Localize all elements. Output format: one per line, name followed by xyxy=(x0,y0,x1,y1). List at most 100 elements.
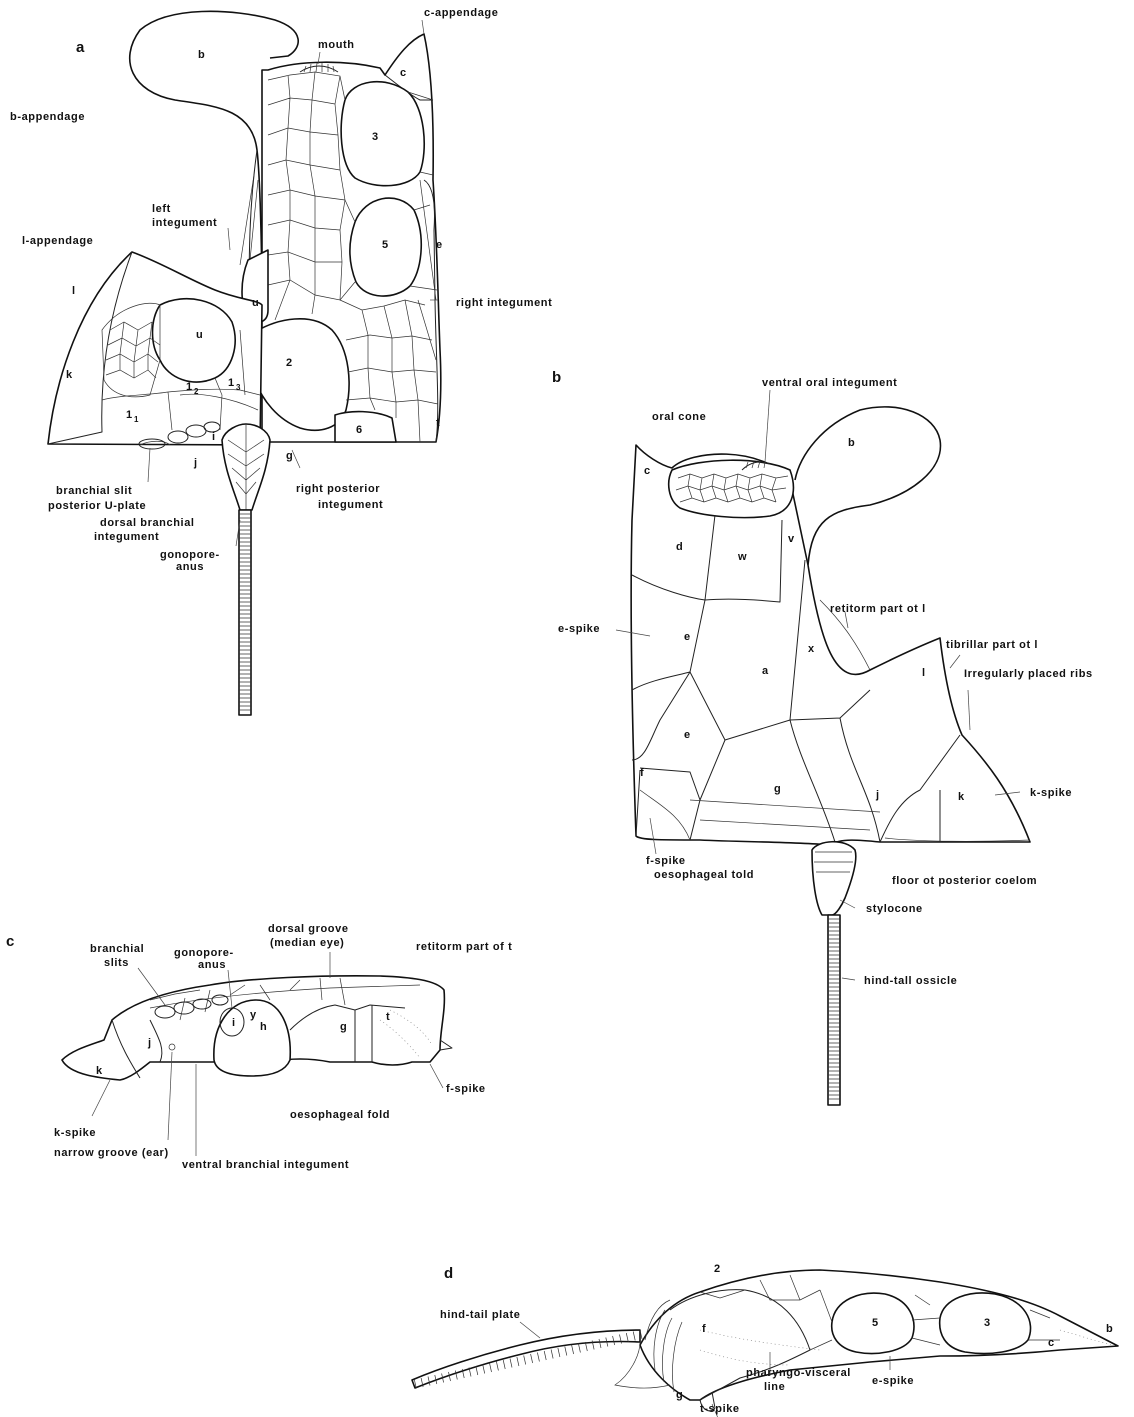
label-hind-tail-plate: hind-tail plate xyxy=(440,1309,521,1321)
plate-c-j: j xyxy=(147,1037,151,1049)
panel-c-letter: c xyxy=(6,933,14,950)
plate-b-f: f xyxy=(640,767,644,779)
plate-c-g: g xyxy=(340,1021,347,1033)
label-dorsal-branchial-1: dorsal branchial xyxy=(100,517,195,529)
plate-c-y: y xyxy=(250,1009,257,1021)
plate-b-e-lower: e xyxy=(684,729,690,741)
label-branchial-slit: branchial slit xyxy=(56,485,132,497)
label-b-oesophageal-fold: oesophageal told xyxy=(654,869,754,881)
label-narrow-groove: narrow groove (ear) xyxy=(54,1147,169,1159)
label-floor-posterior-coelom: floor ot posterior coelom xyxy=(892,875,1037,887)
label-c-oesophageal-fold: oesophageal fold xyxy=(290,1109,390,1121)
label-fibrillar-part-l: tibrillar part ot l xyxy=(946,639,1038,651)
plate-b-d: d xyxy=(676,541,683,553)
plate-a-i: i xyxy=(212,431,215,443)
label-b-k-spike: k-spike xyxy=(1030,787,1072,799)
plate-a-c: c xyxy=(400,67,406,79)
label-dorsal-groove-2: (median eye) xyxy=(270,937,344,949)
label-c-k-spike: k-spike xyxy=(54,1127,96,1139)
label-c-f-spike: f-spike xyxy=(446,1083,486,1095)
label-c-anus: anus xyxy=(198,959,226,971)
label-right-posterior-2: integument xyxy=(318,499,383,511)
label-dorsal-groove-1: dorsal groove xyxy=(268,923,349,935)
plate-b-x: x xyxy=(808,643,815,655)
plate-d-g: g xyxy=(676,1389,683,1401)
plate-b-v: v xyxy=(788,533,795,545)
label-left-integument-2: integument xyxy=(152,217,217,229)
plate-c-h: h xyxy=(260,1021,267,1033)
panel-a-plate-6 xyxy=(335,412,396,442)
label-irregular-ribs: Irregularly placed ribs xyxy=(964,668,1093,680)
plate-a-3: 3 xyxy=(372,131,378,143)
label-c-appendage: c-appendage xyxy=(424,7,498,19)
label-right-integument: right integument xyxy=(456,297,552,309)
label-a-gonopore: gonopore- xyxy=(160,549,220,561)
panel-b-letter: b xyxy=(552,369,561,386)
label-d-e-spike: e-spike xyxy=(872,1375,914,1387)
plate-a-k: k xyxy=(66,369,73,381)
plate-a-l2: 1 xyxy=(186,381,192,393)
plate-d-2: 2 xyxy=(714,1263,720,1275)
label-dorsal-branchial-2: integument xyxy=(94,531,159,543)
label-left-integument-1: left xyxy=(152,203,171,215)
label-hind-tail-ossicle: hind-tall ossicle xyxy=(864,975,957,987)
panel-b-ventral-oral-integument xyxy=(669,460,794,517)
plate-a-g: g xyxy=(286,450,293,462)
plate-a-b: b xyxy=(198,49,205,61)
plate-a-l1: 1 xyxy=(126,409,132,421)
label-branchial-slits-2: slits xyxy=(104,957,129,969)
plate-a-u-upper: u xyxy=(252,297,259,309)
label-t-spike: t-spike xyxy=(700,1403,740,1415)
label-a-anus: anus xyxy=(176,561,204,573)
label-branchial-slits-1: branchial xyxy=(90,943,144,955)
panel-b-stylocone xyxy=(812,842,856,915)
plate-a-l3-sub: 3 xyxy=(236,383,241,392)
plate-a-u-lower: u xyxy=(196,329,203,341)
plate-d-3: 3 xyxy=(984,1317,990,1329)
label-mouth: mouth xyxy=(318,39,355,51)
plate-a-5: 5 xyxy=(382,239,388,251)
panel-a-hind-tail xyxy=(239,510,251,715)
plate-b-j: j xyxy=(875,789,879,801)
label-retiform-part-t: retitorm part of t xyxy=(416,941,512,953)
panel-b: b xyxy=(552,369,1030,1105)
label-ventral-oral-integument: ventral oral integument xyxy=(762,377,897,389)
plate-b-l: l xyxy=(922,667,925,679)
plate-b-g: g xyxy=(774,783,781,795)
panel-b-b-appendage xyxy=(795,407,940,565)
plate-a-j: j xyxy=(193,457,197,469)
label-posterior-u-plate: posterior U-plate xyxy=(48,500,146,512)
plate-a-t: t xyxy=(436,417,440,429)
label-pharyngo-visceral-2: line xyxy=(764,1381,785,1393)
panel-a-plate-3 xyxy=(341,82,424,186)
plate-a-l3: 1 xyxy=(228,377,234,389)
label-stylocone: stylocone xyxy=(866,903,923,915)
panel-a-letter: a xyxy=(76,39,85,56)
plate-a-l: l xyxy=(72,285,75,297)
plate-d-f: f xyxy=(702,1323,706,1335)
label-right-posterior-1: right posterior xyxy=(296,483,380,495)
plate-b-k: k xyxy=(958,791,965,803)
label-retiform-part-l: retitorm part ot l xyxy=(830,603,926,615)
label-b-f-spike: f-spike xyxy=(646,855,686,867)
plate-a-l2-sub: 2 xyxy=(194,387,199,396)
plate-d-b: b xyxy=(1106,1323,1113,1335)
panel-d-letter: d xyxy=(444,1265,453,1282)
label-l-appendage: l-appendage xyxy=(22,235,93,247)
plate-b-c: c xyxy=(644,465,650,477)
label-ventral-branchial-integument: ventral branchial integument xyxy=(182,1159,349,1171)
plate-b-w: w xyxy=(737,551,747,563)
plate-d-5: 5 xyxy=(872,1317,878,1329)
plate-c-t: t xyxy=(386,1011,390,1023)
plate-b-a: a xyxy=(762,665,769,677)
plate-a-6: 6 xyxy=(356,424,362,436)
plate-a-e: e xyxy=(436,239,442,251)
plate-a-2: 2 xyxy=(286,357,292,369)
label-pharyngo-visceral-1: pharyngo-visceral xyxy=(746,1367,851,1379)
plate-b-e-upper: e xyxy=(684,631,690,643)
plate-c-k: k xyxy=(96,1065,103,1077)
label-b-e-spike: e-spike xyxy=(558,623,600,635)
plate-d-c: c xyxy=(1048,1337,1054,1349)
plate-b-b: b xyxy=(848,437,855,449)
